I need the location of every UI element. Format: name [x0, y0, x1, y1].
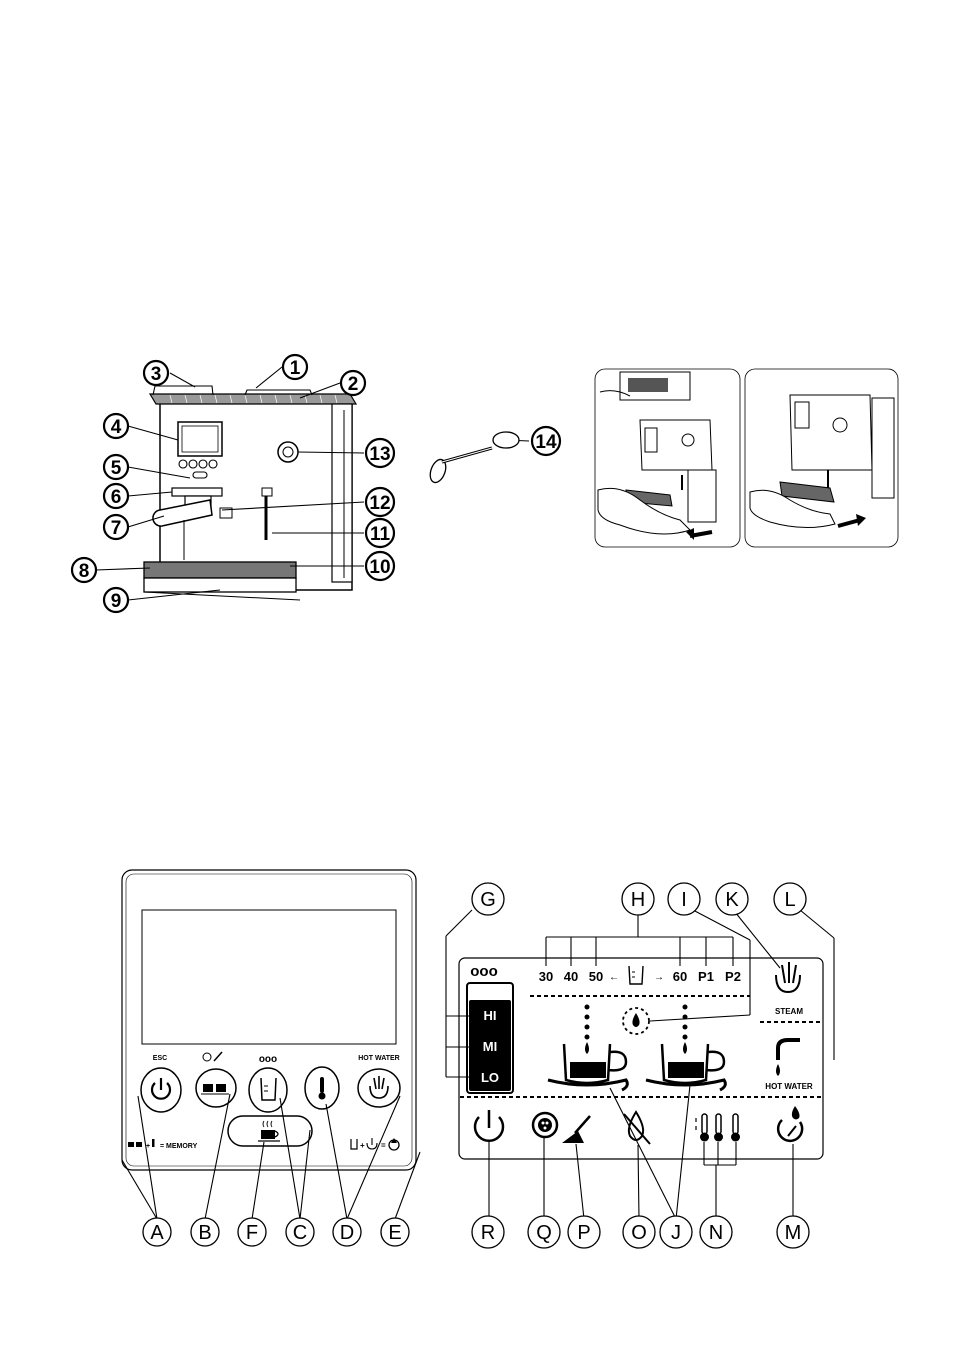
volume-p1: P1 — [698, 969, 714, 984]
label-a-text: A — [150, 1222, 164, 1244]
volume-p2: P2 — [725, 969, 741, 984]
label-m-text: M — [785, 1222, 802, 1244]
svg-text:←: ← — [609, 972, 619, 983]
callout-13-label: 13 — [369, 444, 390, 465]
callout-10-label: 10 — [369, 557, 390, 578]
water-level-drops-icon: ooo — [470, 963, 498, 980]
callout-11-label: 11 — [370, 524, 391, 545]
lcd-display: ooo HI MI LO 30 40 50 ← → 60 P1 P2 — [459, 958, 823, 1159]
espresso-button[interactable] — [228, 1116, 312, 1146]
two-cups-button[interactable] — [196, 1069, 236, 1107]
label-j: J — [660, 1216, 692, 1248]
level-hi: HI — [484, 1008, 497, 1023]
label-b: B — [191, 1218, 219, 1246]
label-i: I — [668, 883, 700, 915]
callout-4-label: 4 — [111, 417, 122, 438]
level-lo: LO — [481, 1070, 499, 1085]
label-d: D — [333, 1218, 361, 1246]
label-a: A — [143, 1218, 171, 1246]
label-f-text: F — [246, 1222, 258, 1244]
callout-2: 2 — [341, 371, 365, 395]
callout-12: 12 — [366, 488, 394, 516]
callout-7: 7 — [104, 515, 128, 539]
label-h: H — [622, 883, 654, 915]
label-c-text: C — [293, 1222, 307, 1244]
callout-12-label: 12 — [369, 493, 390, 514]
label-k-text: K — [725, 889, 739, 911]
svg-text:→: → — [654, 972, 664, 983]
callout-2-label: 2 — [348, 374, 359, 395]
label-d-text: D — [340, 1222, 354, 1244]
label-q: Q — [528, 1216, 560, 1248]
control-panel: ESC HOT WATER ooo — [122, 870, 416, 1170]
water-tank-level: ooo HI MI LO — [467, 963, 513, 1093]
label-n-text: N — [709, 1222, 723, 1244]
drip-tray-removal-illustration — [595, 369, 898, 547]
callout-9: 9 — [104, 588, 128, 612]
callout-1: 1 — [283, 355, 307, 379]
callout-7-label: 7 — [111, 518, 122, 539]
svg-text:+: + — [360, 1141, 365, 1150]
label-o: O — [623, 1216, 655, 1248]
label-p: P — [568, 1216, 600, 1248]
label-k: K — [716, 883, 748, 915]
callout-3: 3 — [144, 361, 168, 385]
water-level-label: ooo — [259, 1054, 277, 1065]
label-r: R — [472, 1216, 504, 1248]
measuring-spoon-illustration — [427, 432, 519, 485]
label-g: G — [472, 883, 504, 915]
volume-60: 60 — [673, 969, 687, 984]
label-m: M — [777, 1216, 809, 1248]
label-f: F — [238, 1218, 266, 1246]
power-button[interactable] — [141, 1068, 181, 1112]
label-l: L — [774, 883, 806, 915]
level-mi: MI — [483, 1039, 497, 1054]
callout-6-label: 6 — [111, 487, 122, 508]
label-e-text: E — [388, 1222, 401, 1244]
callout-8-label: 8 — [79, 561, 90, 582]
label-b-text: B — [198, 1222, 211, 1244]
label-n: N — [700, 1216, 732, 1248]
panel-display-window — [142, 910, 396, 1044]
callout-10: 10 — [366, 552, 394, 580]
label-p-text: P — [577, 1222, 590, 1244]
callout-14-label: 14 — [535, 432, 557, 453]
hot-water-label: HOT WATER — [358, 1055, 399, 1062]
label-e: E — [381, 1218, 409, 1246]
lcd-hot-water-label: HOT WATER — [765, 1082, 813, 1091]
steam-button[interactable] — [358, 1069, 400, 1107]
label-l-text: L — [784, 889, 795, 911]
label-j-text: J — [671, 1222, 681, 1244]
label-c: C — [286, 1218, 314, 1246]
svg-text:=: = — [381, 1141, 386, 1150]
callout-8: 8 — [72, 558, 96, 582]
espresso-machine-illustration — [144, 386, 356, 600]
memory-label: = MEMORY — [160, 1143, 198, 1150]
callout-6: 6 — [104, 484, 128, 508]
callout-9-label: 9 — [111, 591, 122, 612]
label-q-text: Q — [536, 1222, 552, 1244]
temperature-button[interactable] — [305, 1067, 339, 1109]
label-r-text: R — [481, 1222, 495, 1244]
volume-50: 50 — [589, 969, 603, 984]
callout-4: 4 — [104, 414, 128, 438]
label-h-text: H — [631, 889, 645, 911]
steam-label: STEAM — [775, 1007, 803, 1016]
callout-11: 11 — [366, 519, 394, 547]
callout-13: 13 — [366, 439, 394, 467]
callout-5: 5 — [104, 455, 128, 479]
callout-5-label: 5 — [111, 458, 122, 479]
label-i-text: I — [681, 889, 687, 911]
volume-40: 40 — [564, 969, 578, 984]
callout-3-label: 3 — [151, 364, 162, 385]
callout-1-label: 1 — [290, 358, 301, 379]
esc-label: ESC — [153, 1055, 167, 1062]
label-g-text: G — [480, 889, 496, 911]
callout-14: 14 — [532, 427, 560, 455]
volume-30: 30 — [539, 969, 553, 984]
label-o-text: O — [631, 1222, 647, 1244]
